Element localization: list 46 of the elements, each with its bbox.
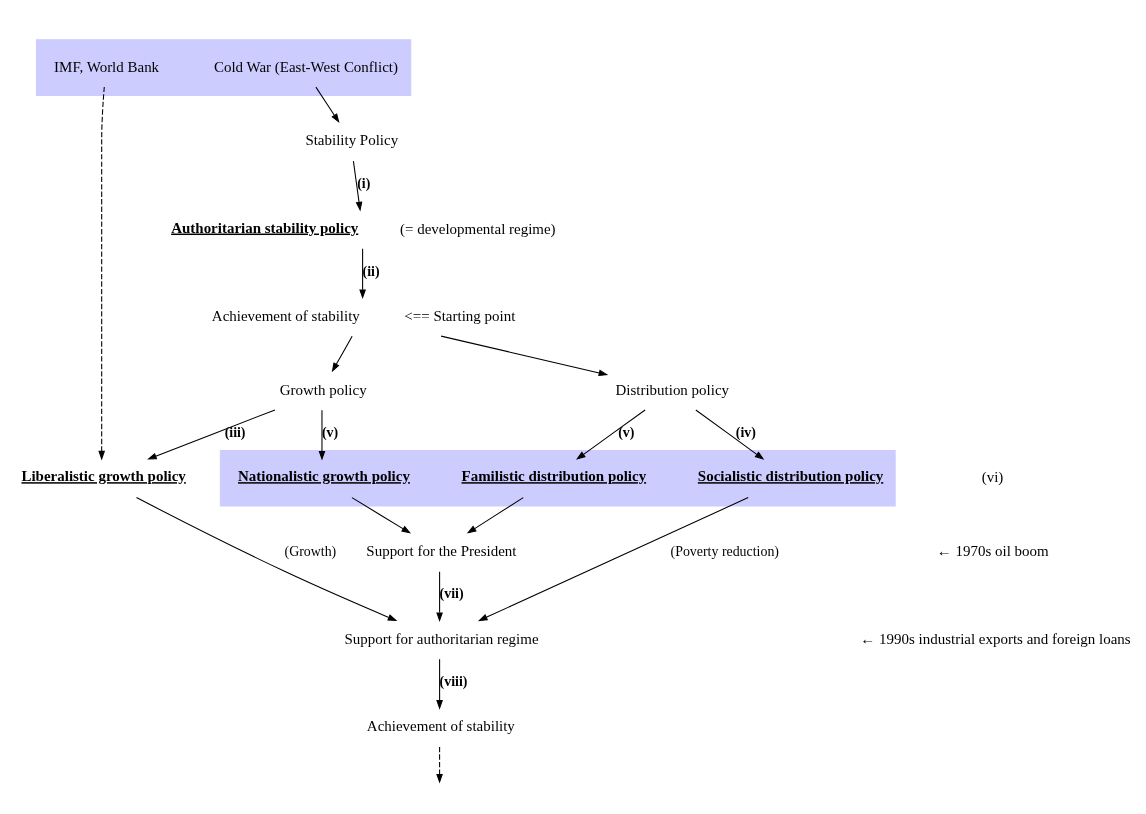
label: (vi)	[981, 469, 1004, 486]
edge-label: (v)	[618, 424, 635, 440]
node-text: Cold War (East-West Conflict)	[213, 58, 398, 75]
arrow	[135, 497, 398, 622]
node-text: Authoritarian stability policy	[171, 219, 359, 236]
arrow	[318, 409, 326, 461]
edge-label: (ii)	[362, 263, 380, 279]
node-text: Familistic distribution policy	[461, 468, 647, 485]
node-text: Support for the President	[366, 543, 517, 559]
arrow	[440, 335, 609, 377]
node-text: Stability Policy	[305, 132, 399, 149]
arrow	[351, 497, 412, 534]
node-text: Nationalistic growth policy	[238, 468, 410, 485]
node-text: IMF, World Bank	[54, 58, 160, 75]
arrow	[436, 571, 443, 623]
edge-label: (viii)	[439, 674, 468, 690]
node-text: Growth policy	[279, 381, 367, 398]
label: ← 1990s industrial exports and foreign loans	[860, 630, 1131, 647]
arrow	[477, 497, 749, 622]
arrow	[436, 658, 443, 710]
arrow	[466, 497, 524, 534]
node-label: <== Starting point	[404, 308, 516, 325]
node-text: Distribution policy	[615, 381, 730, 398]
arrow	[695, 409, 765, 460]
arrow	[98, 86, 106, 461]
arrow	[576, 409, 646, 460]
arrow	[147, 409, 276, 460]
node-text: Achievement of stability	[366, 718, 515, 735]
edge-label: (vii)	[439, 586, 464, 602]
edge-label: (i)	[357, 175, 371, 191]
edge-label: (v)	[321, 424, 339, 440]
edge-label: (iv)	[735, 424, 756, 440]
edge-label: (Poverty reduction)	[670, 543, 779, 559]
node-text: Socialistic distribution policy	[697, 468, 884, 485]
label: ← 1970s oil boom	[936, 543, 1049, 559]
arrow	[331, 335, 353, 373]
node-label: (= developmental regime)	[400, 220, 556, 237]
edge-label: (Growth)	[284, 543, 337, 559]
node-text: Liberalistic growth policy	[21, 468, 186, 485]
arrow	[436, 746, 443, 784]
edge-label: (iii)	[224, 424, 246, 440]
node-text: Support for authoritarian regime	[344, 630, 539, 647]
cluster	[35, 39, 412, 96]
arrow	[352, 160, 363, 212]
node-text: Achievement of stability	[211, 308, 360, 325]
arrow	[359, 248, 366, 300]
